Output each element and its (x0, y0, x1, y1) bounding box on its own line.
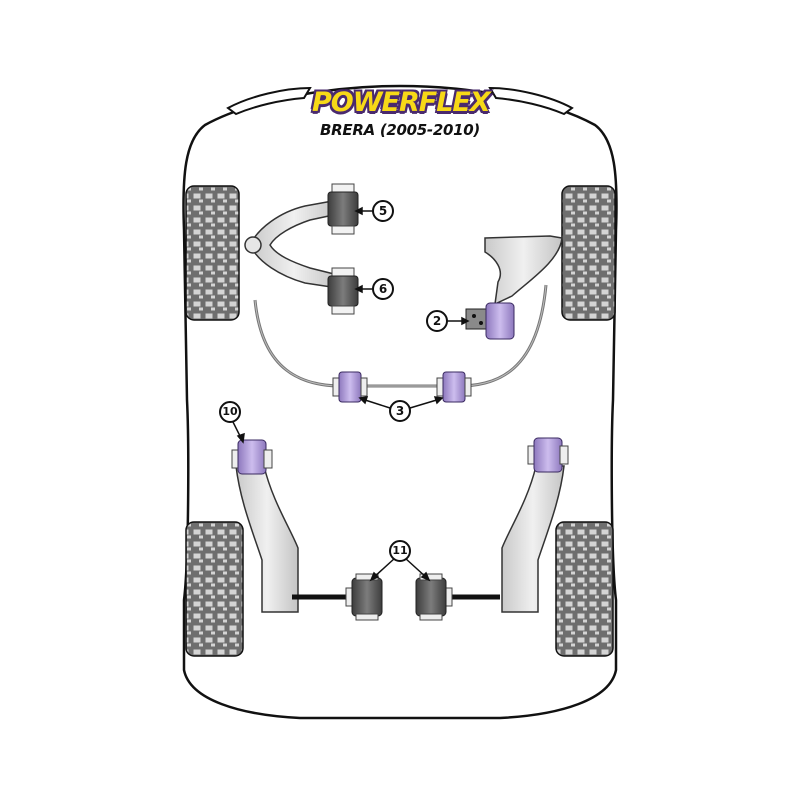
powerflex-logo: POWERFLEX (312, 84, 491, 122)
front-left-light (226, 86, 312, 116)
bush-rear-right-arm (527, 437, 569, 473)
bush-11-right (415, 573, 453, 621)
tyre-front-left (185, 185, 240, 321)
ball-joint (244, 236, 262, 254)
callout-10: 10 (219, 401, 241, 423)
bush-11-left (345, 573, 383, 621)
callout-11: 11 (389, 540, 411, 562)
front-lower-arm (484, 235, 563, 306)
front-right-light (488, 86, 574, 116)
bush-10 (231, 439, 273, 475)
tyre-front-right (561, 185, 616, 321)
bush-2 (465, 302, 515, 340)
tyre-rear-left (185, 521, 244, 657)
rear-left-trailing-arm (235, 465, 299, 613)
model-title: BRERA (2005-2010) (320, 121, 480, 139)
bush-6 (327, 267, 359, 315)
tyre-rear-right (555, 521, 614, 657)
callout-3: 3 (389, 400, 411, 422)
callout-5: 5 (372, 200, 394, 222)
bush-3-left (332, 371, 368, 403)
callout-2: 2 (426, 310, 448, 332)
leader-lines (231, 206, 470, 582)
rear-right-trailing-arm (501, 465, 565, 613)
logo-text: POWERFLEX (312, 87, 491, 118)
bush-3-right (436, 371, 472, 403)
callout-6: 6 (372, 278, 394, 300)
bush-5 (327, 183, 359, 235)
